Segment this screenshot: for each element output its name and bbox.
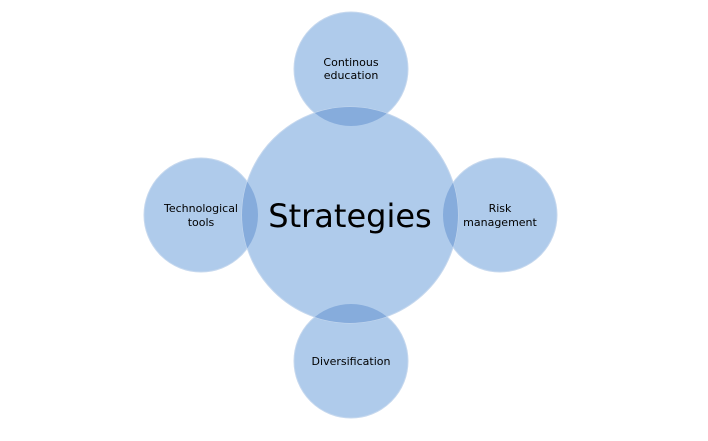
node-left-label-line2: tools [188, 216, 215, 229]
node-bottom-label: Diversification [312, 355, 391, 368]
node-top-label-line1: Continous [323, 56, 378, 69]
node-right-label-line1: Risk [489, 202, 512, 215]
center-label: Strategies [268, 197, 431, 235]
node-left-circle [143, 157, 259, 273]
node-right-label-line2: management [463, 216, 537, 229]
node-top-label-line2: education [324, 69, 379, 82]
node-right-circle [442, 157, 558, 273]
node-left-label-line1: Technological [163, 202, 238, 215]
